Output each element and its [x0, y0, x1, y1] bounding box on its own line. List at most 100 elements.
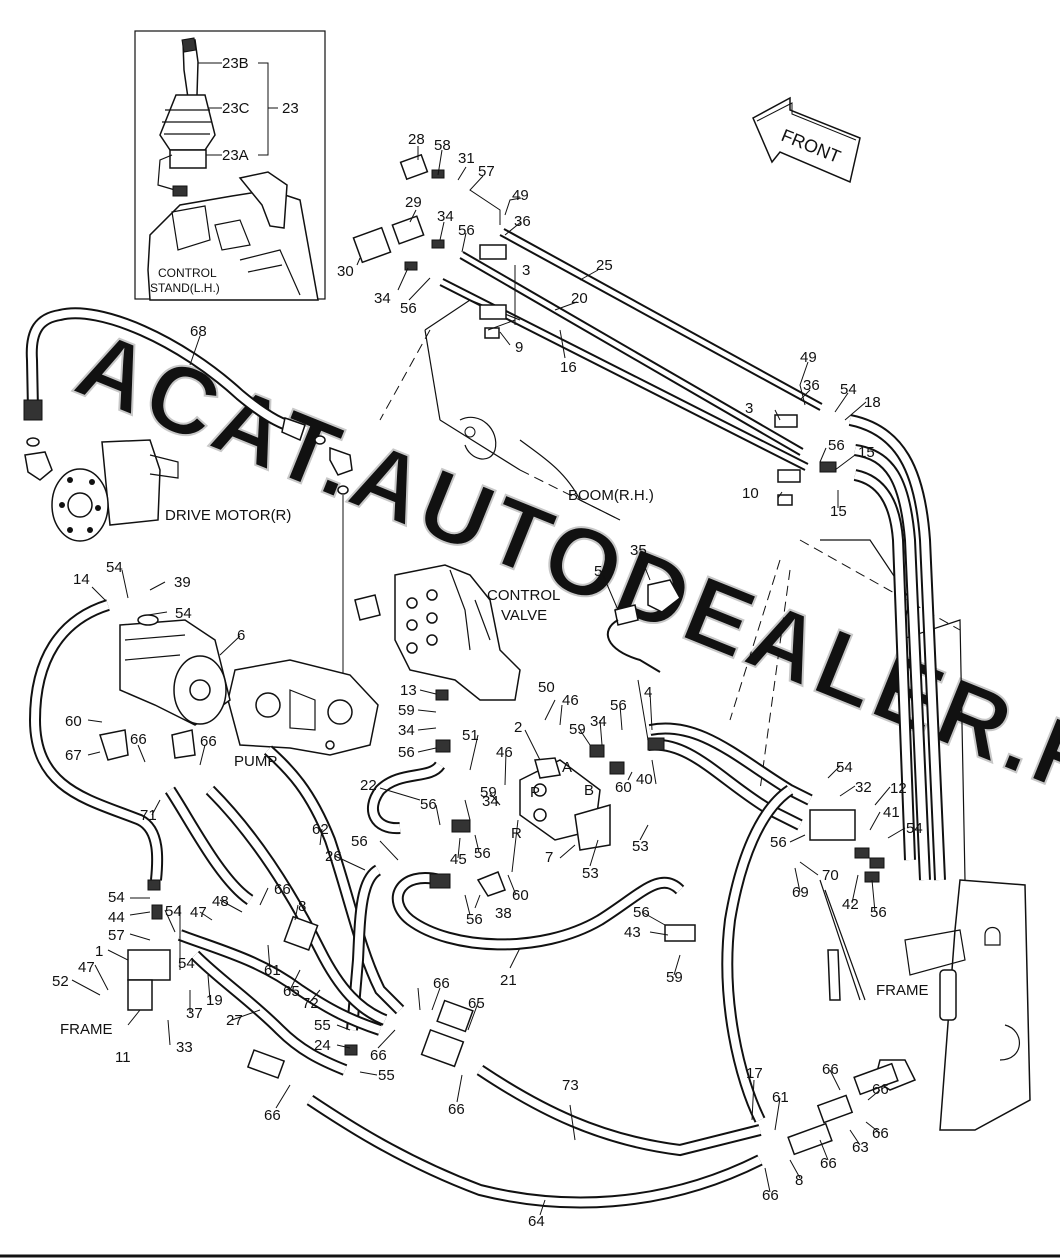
callout-2: 2 [514, 719, 522, 736]
callout-66-i: 66 [872, 1081, 889, 1098]
callout-19: 19 [206, 992, 223, 1009]
callout-54-h: 54 [178, 955, 195, 972]
label-control-valve-2: VALVE [501, 607, 547, 624]
callout-56-g: 56 [474, 845, 491, 862]
label-control-valve-1: CONTROL [487, 587, 560, 604]
callout-56-h: 56 [351, 833, 368, 850]
callout-25: 25 [596, 257, 613, 274]
callout-66-g: 66 [264, 1107, 281, 1124]
callout-24: 24 [314, 1037, 331, 1054]
callout-65-b: 65 [468, 995, 485, 1012]
callout-34-a: 34 [437, 208, 454, 225]
callout-66-a: 66 [130, 731, 147, 748]
callout-60-b: 60 [615, 779, 632, 796]
callout-66-h: 66 [822, 1061, 839, 1078]
inset-control-stand: 23B 23C 23 23A CONTROL STAND(L.H.) [134, 30, 326, 301]
frame-right [819, 879, 1031, 1131]
callout-56-b: 56 [400, 300, 417, 317]
callout-56-i: 56 [466, 911, 483, 928]
callout-23B: 23B [222, 55, 249, 72]
callout-12: 12 [890, 780, 907, 797]
callout-42: 42 [842, 896, 859, 913]
callout-56-l: 56 [633, 904, 650, 921]
callout-54-right-top: 54 [840, 381, 857, 398]
callout-30: 30 [337, 263, 354, 280]
callout-54-left-a: 54 [106, 559, 123, 576]
callout-54-e: 54 [906, 820, 923, 837]
callout-37: 37 [186, 1005, 203, 1022]
inset-caption-line2: STAND(L.H.) [150, 281, 220, 295]
callouts: 28 58 31 57 49 36 29 34 56 30 34 56 3 25… [52, 131, 923, 1230]
callout-70: 70 [822, 867, 839, 884]
callout-4: 4 [644, 684, 652, 701]
callout-26: 26 [325, 848, 342, 865]
callout-57-left: 57 [108, 927, 125, 944]
callout-15-a: 15 [858, 444, 875, 461]
callout-7: 7 [545, 849, 553, 866]
label-port-p: P [530, 784, 540, 801]
callout-43: 43 [624, 924, 641, 941]
callout-63: 63 [852, 1139, 869, 1156]
callout-20: 20 [571, 290, 588, 307]
callout-62: 62 [312, 821, 329, 838]
callout-47-b: 47 [78, 959, 95, 976]
callout-35: 35 [630, 542, 647, 559]
callout-33: 33 [176, 1039, 193, 1056]
callout-28: 28 [408, 131, 425, 148]
gear-pump-6 [119, 614, 231, 726]
callout-66-e: 66 [433, 975, 450, 992]
inset-caption-line1: CONTROL [158, 266, 217, 280]
callout-14: 14 [73, 571, 90, 588]
callout-45: 45 [450, 851, 467, 868]
callout-1: 1 [95, 943, 103, 960]
callout-56-j: 56 [770, 834, 787, 851]
callout-3-right: 3 [745, 400, 753, 417]
callout-8-bottom: 8 [795, 1172, 803, 1189]
callout-54-left-b: 54 [175, 605, 192, 622]
callout-60-left: 60 [65, 713, 82, 730]
callout-57-top: 57 [478, 163, 495, 180]
solenoid-35 [606, 579, 681, 673]
callout-18: 18 [864, 394, 881, 411]
callout-40: 40 [636, 771, 653, 788]
callout-47-a: 47 [190, 904, 207, 921]
callout-22: 22 [360, 777, 377, 794]
callout-54-d: 54 [836, 759, 853, 776]
valve-block [519, 757, 611, 851]
callout-67: 67 [65, 747, 82, 764]
leader-lines [71, 146, 906, 1216]
callout-56-d: 56 [398, 744, 415, 761]
callout-56-a: 56 [458, 222, 475, 239]
callout-13: 13 [400, 682, 417, 699]
pump [227, 659, 379, 756]
callout-23A: 23A [222, 147, 249, 164]
callout-69: 69 [792, 884, 809, 901]
callout-64: 64 [528, 1213, 545, 1230]
top-hoses [439, 228, 946, 881]
callout-60-c: 60 [512, 887, 529, 904]
callout-66-f: 66 [448, 1101, 465, 1118]
control-valve [354, 564, 521, 701]
callout-34-b: 34 [374, 290, 391, 307]
callout-5: 5 [594, 563, 602, 580]
callout-49-right: 49 [800, 349, 817, 366]
label-port-a: A [562, 759, 572, 776]
callout-36-top: 36 [514, 213, 531, 230]
callout-66-l: 66 [762, 1187, 779, 1204]
front-arrow: FRONT [752, 96, 861, 184]
callout-27: 27 [226, 1012, 243, 1029]
callout-61-a: 61 [264, 962, 281, 979]
callout-53-a: 53 [632, 838, 649, 855]
callout-3-top: 3 [522, 262, 530, 279]
callout-38: 38 [495, 905, 512, 922]
label-drive-motor: DRIVE MOTOR(R) [165, 507, 291, 524]
callout-66-k: 66 [820, 1155, 837, 1172]
label-frame-left: FRAME [60, 1021, 113, 1038]
callout-11: 11 [115, 1049, 131, 1066]
callout-23C: 23C [222, 100, 250, 117]
callout-32: 32 [855, 779, 872, 796]
callout-16: 16 [560, 359, 577, 376]
callout-48: 48 [212, 893, 229, 910]
callout-65-a: 65 [283, 983, 300, 1000]
